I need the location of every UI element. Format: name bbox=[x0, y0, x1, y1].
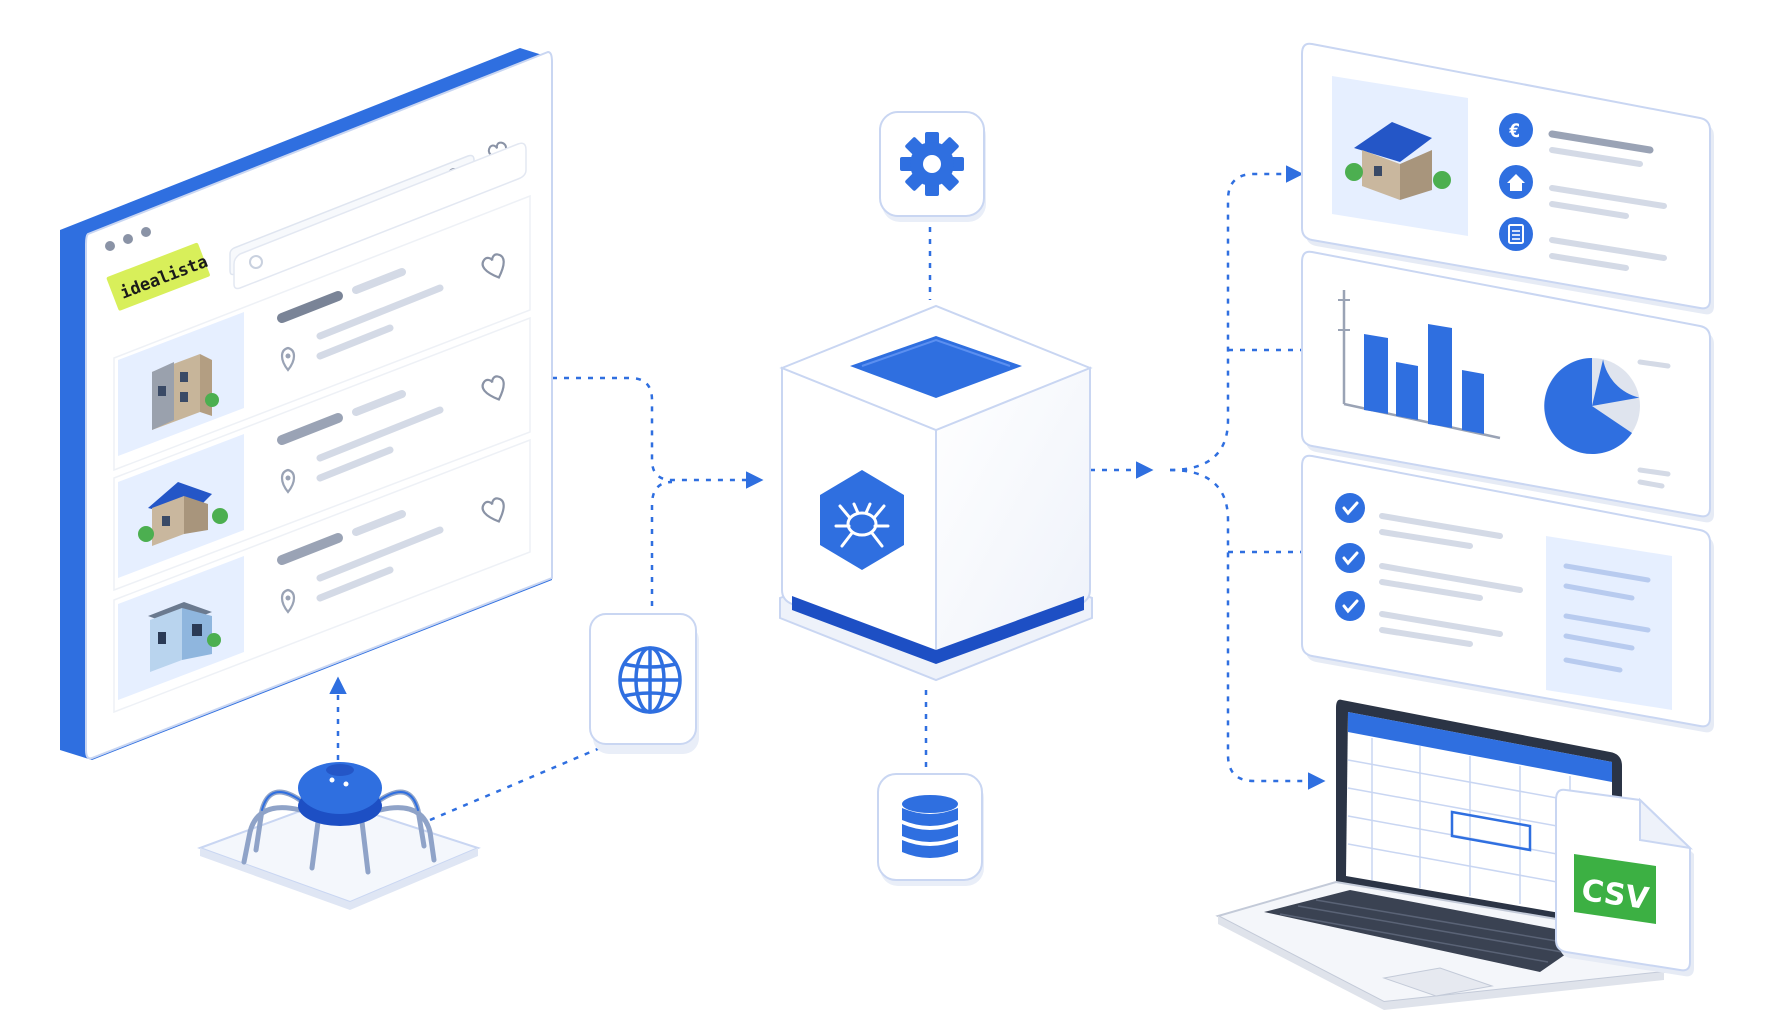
document-icon bbox=[1499, 217, 1533, 251]
apartment-building-image bbox=[152, 354, 219, 430]
listing-desc-line bbox=[316, 406, 444, 462]
spreadsheet-header-bar bbox=[1348, 712, 1612, 782]
favorite-heart-icon[interactable] bbox=[481, 375, 509, 404]
connector-spider-to-globe bbox=[429, 746, 601, 822]
listing-title-bar bbox=[277, 413, 343, 445]
location-pin-icon bbox=[280, 346, 296, 372]
euro-icon: € bbox=[1499, 113, 1533, 147]
favorite-heart-icon[interactable] bbox=[481, 253, 509, 282]
checkmark-icon bbox=[1335, 543, 1365, 573]
keyboard bbox=[1264, 890, 1592, 972]
location-pin-icon bbox=[280, 588, 296, 614]
listing-search-bar[interactable] bbox=[233, 142, 527, 290]
validation-checklist-card bbox=[1301, 454, 1714, 733]
database-node bbox=[877, 773, 984, 886]
bar-chart-icon bbox=[1338, 290, 1501, 440]
listing-meta-bar bbox=[352, 268, 406, 294]
detail-text-lines bbox=[1548, 130, 1667, 271]
internet-globe-node bbox=[589, 613, 699, 754]
gear-icon bbox=[900, 132, 964, 196]
listing-title-bar bbox=[277, 291, 343, 323]
analytics-card bbox=[1301, 250, 1714, 523]
window-control-dots bbox=[105, 227, 151, 251]
listing-desc-line bbox=[316, 566, 394, 602]
database-icon bbox=[902, 795, 958, 858]
listing-desc-line bbox=[316, 446, 394, 482]
property-details-card: € bbox=[1301, 42, 1714, 315]
csv-badge: CSV bbox=[1574, 854, 1656, 924]
modern-house-image bbox=[148, 602, 221, 672]
listing-desc-line bbox=[316, 324, 394, 360]
listing-desc-line bbox=[316, 284, 444, 340]
scraper-server bbox=[779, 304, 1093, 682]
server-top-panel bbox=[850, 336, 1022, 398]
listing-item[interactable] bbox=[113, 194, 531, 472]
csv-file: CSV bbox=[1555, 788, 1694, 977]
listing-item[interactable] bbox=[113, 438, 531, 714]
checkmark-icon bbox=[1335, 591, 1365, 621]
listing-cards bbox=[113, 194, 531, 714]
selected-cells[interactable] bbox=[1450, 810, 1532, 852]
listing-item[interactable] bbox=[113, 316, 531, 592]
pie-chart-icon bbox=[1544, 358, 1640, 454]
location-pin-icon bbox=[280, 468, 296, 494]
website-browser-window: idealista bbox=[60, 48, 553, 760]
listing-desc-line bbox=[316, 526, 444, 582]
house-image bbox=[138, 482, 228, 546]
laptop-spreadsheet bbox=[1215, 699, 1667, 1010]
svg-text:€: € bbox=[1509, 120, 1520, 142]
listing-title-bar bbox=[277, 533, 343, 565]
connector-globe-to-server bbox=[650, 480, 673, 618]
connector-browser-to-server bbox=[552, 376, 764, 489]
connector-hub-to-laptop bbox=[1169, 468, 1326, 790]
connectors bbox=[329, 165, 1326, 822]
listing-meta-bar bbox=[352, 510, 406, 536]
connector-hub-to-property-card bbox=[1169, 165, 1304, 472]
spider-crawler-bot bbox=[197, 762, 481, 910]
listing-meta-bar bbox=[352, 390, 406, 416]
home-icon bbox=[1499, 165, 1533, 199]
spider-badge-icon bbox=[820, 470, 904, 570]
settings-gear-node bbox=[879, 111, 986, 222]
checkmark-icon bbox=[1335, 493, 1365, 523]
globe-icon bbox=[618, 646, 682, 714]
favorite-heart-icon[interactable] bbox=[481, 497, 509, 526]
trackpad bbox=[1382, 967, 1494, 997]
house-image bbox=[1345, 122, 1451, 200]
